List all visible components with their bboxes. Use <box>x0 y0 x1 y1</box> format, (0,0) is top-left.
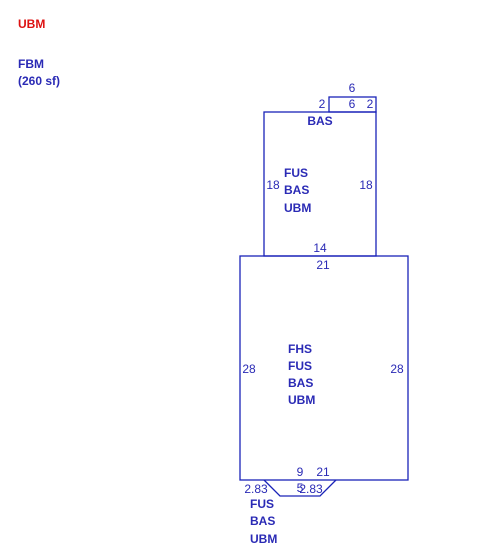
dim-top-ext-left: 2 <box>319 97 326 111</box>
lower-section-outline <box>239 255 409 481</box>
dim-lower-left: 28 <box>242 362 256 376</box>
dim-top-ext-right: 2 <box>367 97 374 111</box>
label-lower-fhs: FHS <box>288 342 312 356</box>
dim-bay-bottom: 5 <box>297 481 304 495</box>
label-lower-ubm: UBM <box>288 393 315 407</box>
dim-bay-left: 2.83 <box>244 482 268 496</box>
label-bay-bas: BAS <box>250 514 275 528</box>
legend-ubm: UBM <box>18 17 46 31</box>
dim-lower-bottom-b: 21 <box>316 465 330 479</box>
legend-fbm: FBM <box>18 57 44 71</box>
label-upper-bas: BAS <box>284 183 309 197</box>
dim-upper-right: 18 <box>359 178 373 192</box>
dim-upper-bottom: 14 <box>313 241 327 255</box>
dim-lower-right: 28 <box>390 362 404 376</box>
dim-lower-bottom-a: 9 <box>297 465 304 479</box>
label-lower-bas: BAS <box>288 376 313 390</box>
bay-outline <box>263 479 337 497</box>
label-bay-ubm: UBM <box>250 532 277 546</box>
dim-upper-left: 18 <box>266 178 280 192</box>
label-upper-ubm: UBM <box>284 201 311 215</box>
dim-bay-right: 2.83 <box>299 482 323 496</box>
label-bay-fus: FUS <box>250 497 274 511</box>
dim-lower-top: 21 <box>316 258 330 272</box>
label-top-ext-bas: BAS <box>307 114 332 128</box>
dim-top-ext-mid: 6 <box>349 97 356 111</box>
dim-top-ext-top: 6 <box>349 81 356 95</box>
label-upper-fus: FUS <box>284 166 308 180</box>
legend-fbm-area: (260 sf) <box>18 74 61 88</box>
label-lower-fus: FUS <box>288 359 312 373</box>
